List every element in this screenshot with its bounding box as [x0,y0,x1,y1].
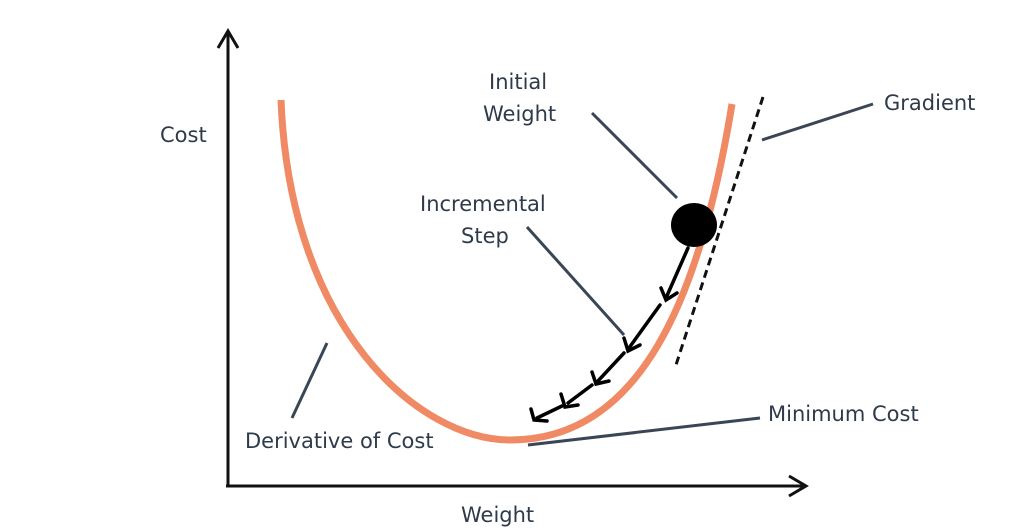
incremental-step-label-line1: Incremental [420,192,546,216]
gradient-leader [761,102,874,142]
initial-weight-ball [671,203,717,247]
y-axis-label: Cost [160,123,207,147]
x-axis-label: Weight [461,503,534,527]
initial-weight-label-line2: Weight [483,102,556,126]
gradient-tangent-line [673,96,765,369]
x-axis-arrowhead [788,474,809,498]
minimum-cost-label: Minimum Cost [768,402,919,426]
y-axis-arrowhead [216,28,240,49]
cost-curve [277,99,736,444]
incremental-step-arrows [529,246,690,423]
incremental-step-leader [525,225,626,337]
derivative-of-cost-label: Derivative of Cost [245,429,434,453]
initial-weight-label-line1: Initial [489,70,547,94]
minimum-cost-leader [527,416,761,447]
gradient-label: Gradient [884,91,975,115]
incremental-step-label-line2: Step [461,224,509,248]
derivative-leader [290,342,329,419]
initial-weight-leader [590,111,679,200]
